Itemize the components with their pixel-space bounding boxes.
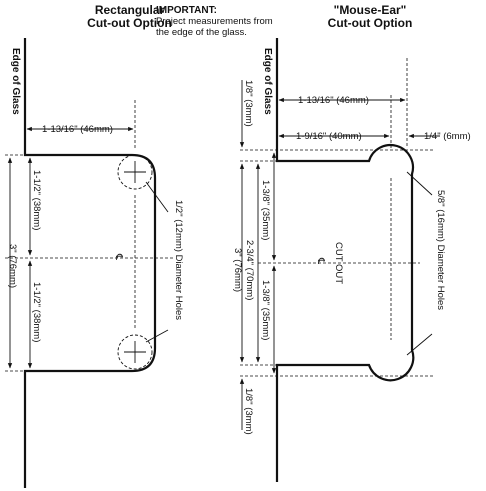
right-offset-center-label: 1-13/16" (46mm) <box>298 95 369 106</box>
left-hole-bottom <box>117 334 153 370</box>
right-edge-label: Edge of Glass <box>262 48 273 115</box>
left-half-upper-label: 1-1/2" (38mm) <box>31 170 42 230</box>
left-total-label: 3" (76mm) <box>7 244 18 288</box>
left-half-lower-label: 1-1/2" (38mm) <box>31 282 42 342</box>
left-edge-label: Edge of Glass <box>10 48 21 115</box>
right-dimension-lines <box>239 80 440 430</box>
left-holes-label: 1/2" (12mm) Diameter Holes <box>173 200 184 320</box>
right-centerline-symbol: ℄ <box>315 257 326 265</box>
right-cut-out-label: CUT OUT <box>333 242 344 284</box>
right-glass-outline <box>275 38 415 482</box>
right-ear-offset-label: 1/4" (6mm) <box>424 131 471 142</box>
left-dimension-lines <box>7 126 169 369</box>
right-title: "Mouse-Ear" Cut-out Option <box>300 4 440 30</box>
left-title: Rectangular Cut-out Option <box>62 4 197 30</box>
left-dashed-lines <box>5 100 175 372</box>
important-note: IMPORTANT: Project measurements from the… <box>156 5 296 38</box>
left-hole-top <box>117 154 153 190</box>
right-title-line2: Cut-out Option <box>327 16 413 30</box>
right-offset-edge-label: 1-9/16" (40mm) <box>296 131 362 142</box>
left-glass-outline <box>23 38 157 488</box>
left-title-line1: Rectangular <box>94 3 165 17</box>
right-title-line1: "Mouse-Ear" <box>333 3 407 17</box>
note-heading: IMPORTANT: <box>156 5 217 16</box>
right-upper-half-label: 1-3/8" (35mm) <box>260 180 271 240</box>
left-centerline-symbol: ℄ <box>113 253 124 261</box>
right-total-label: 3" (76mm) <box>232 248 243 292</box>
left-offset-label: 1-13/16" (46mm) <box>42 124 113 135</box>
right-lower-half-label: 1-3/8" (35mm) <box>260 280 271 340</box>
right-bottom-gap-label: 1/8" (3mm) <box>243 388 254 435</box>
right-inner-total-label: 2-3/4" (70mm) <box>244 240 255 300</box>
note-line1: Project measurements from <box>156 16 273 27</box>
note-line2: the edge of the glass. <box>156 27 247 38</box>
right-top-gap-label: 1/8" (3mm) <box>243 80 254 127</box>
left-title-line2: Cut-out Option <box>87 16 172 30</box>
right-dashed-lines <box>240 58 433 377</box>
right-holes-label: 5/8" (16mm) Diameter Holes <box>435 190 446 310</box>
